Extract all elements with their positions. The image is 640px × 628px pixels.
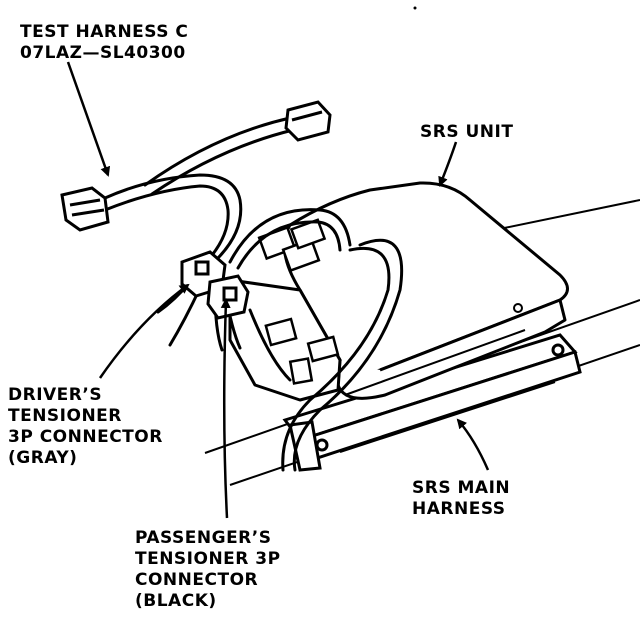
srs-main-line-1: SRS MAIN <box>412 478 511 498</box>
test-harness-cables <box>103 116 404 472</box>
drivers-line-2: TENSIONER <box>8 406 122 426</box>
srs-unit-label: SRS UNIT <box>420 122 513 143</box>
srs-unit-title: SRS UNIT <box>420 122 514 142</box>
test-harness-connector-right <box>284 100 332 142</box>
tensioner-connectors <box>180 250 250 320</box>
drivers-line-3: 3P CONNECTOR <box>8 427 163 447</box>
stray-dot <box>413 6 417 10</box>
unit-connectors <box>257 218 340 385</box>
drivers-tensioner-label: DRIVER’S TENSIONER 3P CONNECTOR (GRAY) <box>8 385 163 469</box>
drivers-line-1: DRIVER’S <box>8 385 103 405</box>
srs-main-harness-label: SRS MAIN HARNESS <box>412 478 510 520</box>
passengers-tensioner-label: PASSENGER’S TENSIONER 3P CONNECTOR (BLAC… <box>135 528 281 612</box>
drivers-line-4: (GRAY) <box>8 448 78 468</box>
test-harness-title: TEST HARNESS C <box>20 22 189 42</box>
passengers-line-1: PASSENGER’S <box>135 528 272 548</box>
test-harness-label: TEST HARNESS C 07LAZ—SL40300 <box>20 22 188 64</box>
test-harness-connector-left <box>60 186 110 232</box>
passengers-line-2: TENSIONER 3P <box>135 549 281 569</box>
leader-arrows <box>66 61 490 519</box>
passengers-line-3: CONNECTOR <box>135 570 259 590</box>
mounting-bracket <box>282 333 582 472</box>
passengers-line-4: (BLACK) <box>135 591 217 611</box>
srs-main-line-2: HARNESS <box>412 499 506 519</box>
test-harness-part-number: 07LAZ—SL40300 <box>20 43 186 63</box>
